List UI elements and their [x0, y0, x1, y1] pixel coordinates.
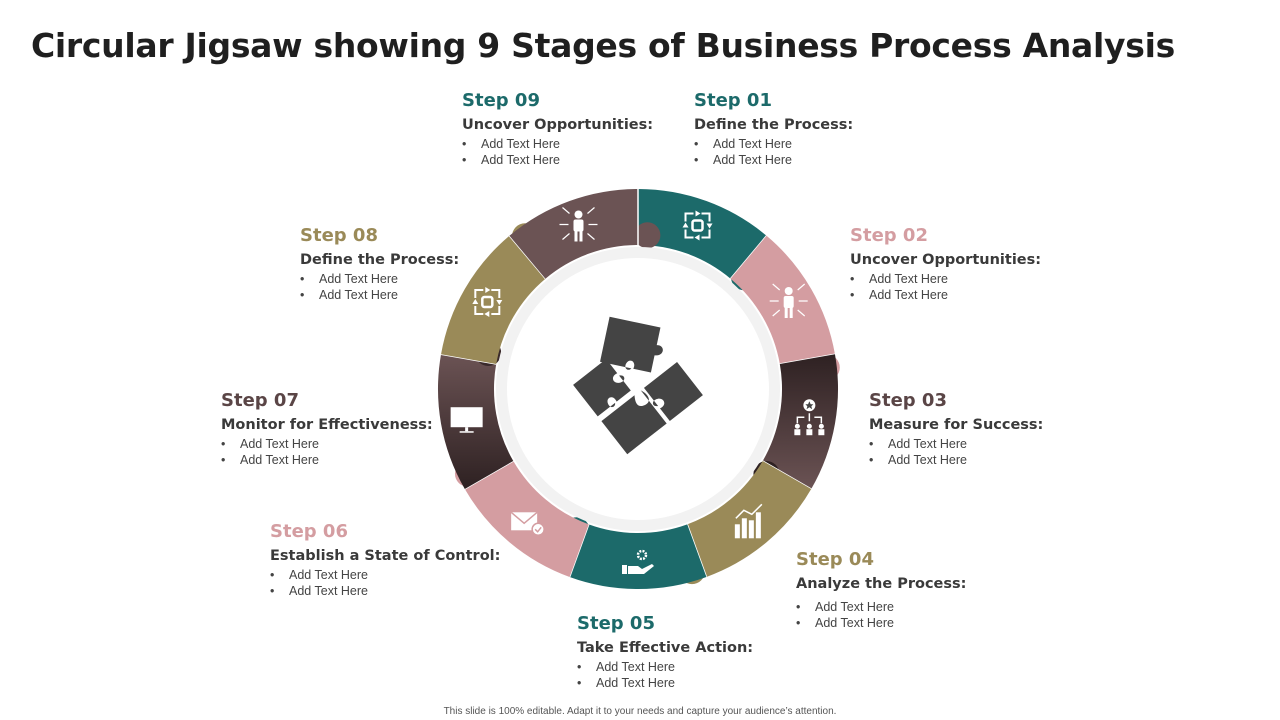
step-03-label: Step 03	[869, 390, 947, 411]
step-01-bullet-1: •Add Text Here	[694, 137, 792, 151]
step-02-block: Step 02 Uncover Opportunities: •Add Text…	[850, 225, 1041, 303]
step-05-heading: Take Effective Action:	[577, 640, 754, 656]
step-04-bullet-2: •Add Text Here	[796, 616, 894, 630]
step-07-block: Step 07 Monitor for Effectiveness: •Add …	[221, 390, 433, 468]
step-04-heading: Analyze the Process:	[796, 576, 967, 592]
step-03-bullet-1: •Add Text Here	[869, 437, 967, 451]
step-03-bullet-2: •Add Text Here	[869, 453, 967, 467]
bar-chart-icon	[734, 503, 763, 539]
step-09-heading: Uncover Opportunities:	[462, 117, 654, 133]
person-arrows-icon	[769, 283, 808, 318]
step-07-label: Step 07	[221, 390, 299, 411]
process-cycle-icon	[472, 287, 503, 317]
step-08-heading: Define the Process:	[300, 252, 460, 268]
segment-2	[730, 235, 835, 364]
step-06-bullet-2: •Add Text Here	[270, 584, 368, 598]
step-01-heading: Define the Process:	[694, 117, 854, 133]
step-02-label: Step 02	[850, 225, 928, 246]
step-06-block: Step 06 Establish a State of Control: •A…	[270, 521, 500, 599]
step-02-bullet-1: •Add Text Here	[850, 272, 948, 286]
slide-title: Circular Jigsaw showing 9 Stages of Busi…	[31, 26, 1175, 65]
step-05-label: Step 05	[577, 613, 655, 634]
step-05-bullet-2: •Add Text Here	[577, 676, 675, 690]
hand-gear-icon	[622, 549, 654, 574]
step-09-bullet-1: •Add Text Here	[462, 137, 560, 151]
step-06-heading: Establish a State of Control:	[270, 548, 501, 564]
step-08-bullet-2: •Add Text Here	[300, 288, 398, 302]
step-03-heading: Measure for Success:	[869, 417, 1044, 433]
step-08-label: Step 08	[300, 225, 378, 246]
step-07-bullet-2: •Add Text Here	[221, 453, 319, 467]
team-star-icon	[794, 399, 825, 436]
step-09-bullet-2: •Add Text Here	[462, 153, 560, 167]
step-05-block: Step 05 Take Effective Action: •Add Text…	[577, 613, 753, 691]
step-01-label: Step 01	[694, 90, 772, 111]
step-02-bullet-2: •Add Text Here	[850, 288, 948, 302]
step-06-label: Step 06	[270, 521, 348, 542]
step-06-bullet-1: •Add Text Here	[270, 568, 368, 582]
segment-1	[638, 189, 767, 279]
step-03-block: Step 03 Measure for Success: •Add Text H…	[869, 390, 1043, 468]
step-04-label: Step 04	[796, 549, 874, 570]
step-07-heading: Monitor for Effectiveness:	[221, 417, 433, 433]
inner-circle	[507, 258, 769, 520]
jigsaw-puzzle-icon	[573, 316, 703, 455]
segment-4	[687, 461, 812, 577]
segment-9	[509, 189, 638, 279]
step-09-label: Step 09	[462, 90, 540, 111]
step-04-block: Step 04 Analyze the Process: •Add Text H…	[796, 549, 966, 631]
step-08-block: Step 08 Define the Process: •Add Text He…	[300, 225, 459, 303]
jigsaw-tab-9	[634, 222, 661, 249]
step-02-heading: Uncover Opportunities:	[850, 252, 1042, 268]
segment-3	[762, 354, 838, 489]
step-05-bullet-1: •Add Text Here	[577, 660, 675, 674]
step-04-bullet-1: •Add Text Here	[796, 600, 894, 614]
step-01-block: Step 01 Define the Process: •Add Text He…	[694, 90, 853, 168]
monitor-icon	[450, 407, 483, 433]
envelope-check-icon	[510, 511, 545, 537]
step-01-bullet-2: •Add Text Here	[694, 153, 792, 167]
step-09-block: Step 09 Uncover Opportunities: •Add Text…	[462, 90, 653, 168]
step-08-bullet-1: •Add Text Here	[300, 272, 398, 286]
person-arrows-icon	[559, 207, 598, 242]
process-cycle-icon	[682, 210, 713, 241]
footer-note: This slide is 100% editable. Adapt it to…	[443, 706, 837, 717]
step-07-bullet-1: •Add Text Here	[221, 437, 319, 451]
